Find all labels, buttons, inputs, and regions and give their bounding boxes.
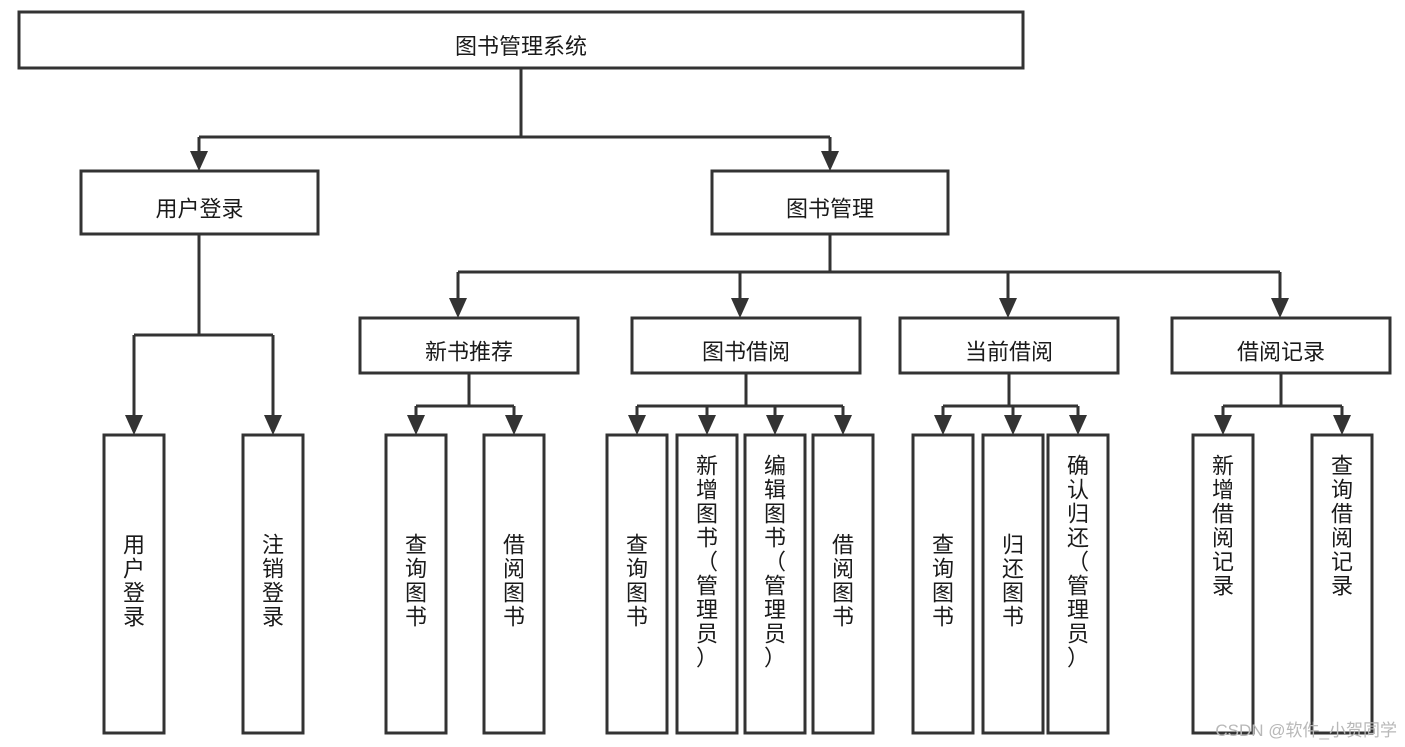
node-label: 用户登录 [123,532,145,629]
connector-new-book-to-leaves [407,373,523,435]
connector-book-manage-to-level2 [449,234,1289,318]
node-label: 用户登录 [155,196,243,221]
arrow-head-icon [1004,415,1022,435]
node-leaf-2[interactable]: 查询图书 [384,433,448,735]
node-box [911,433,975,735]
node-box [1191,433,1255,735]
node-leaf-11[interactable]: 新增借阅记录 [1191,433,1255,735]
node-leaf-3[interactable]: 借阅图书 [482,433,546,735]
node-label: 借阅图书 [503,532,525,629]
node-box [675,433,739,735]
node-level2-3[interactable]: 借阅记录 [1170,316,1392,375]
arrow-head-icon [505,415,523,435]
arrow-head-icon [1214,415,1232,435]
node-box [981,433,1045,735]
connector-root-to-level1 [190,68,839,171]
node-label: 当前借阅 [965,339,1053,364]
node-leaf-6[interactable]: 编辑图书（管理员） [743,433,807,735]
node-label: 新增借阅记录 [1212,453,1234,598]
arrow-head-icon [449,298,467,318]
node-box [1310,433,1374,735]
arrow-head-icon [934,415,952,435]
node-box [241,433,305,735]
arrow-head-icon [1333,415,1351,435]
node-label: 借阅图书 [832,532,854,629]
arrow-head-icon [407,415,425,435]
node-box [482,433,546,735]
node-box [630,316,862,375]
arrow-head-icon [766,415,784,435]
arrow-head-icon [125,415,143,435]
node-box [79,169,320,236]
node-label: 查询图书 [626,532,648,629]
node-label: 归还图书 [1002,532,1024,629]
arrow-head-icon [999,298,1017,318]
node-leaf-7[interactable]: 借阅图书 [811,433,875,735]
node-level2-1[interactable]: 图书借阅 [630,316,862,375]
node-label: 编辑图书（管理员） [764,453,786,670]
node-level2-0[interactable]: 新书推荐 [358,316,580,375]
node-label: 借阅记录 [1237,339,1325,364]
node-box [384,433,448,735]
node-box [102,433,166,735]
node-level1-0[interactable]: 用户登录 [79,169,320,236]
node-label: 确认归还（管理员） [1067,453,1089,670]
connector-borrow-record-to-leaves [1214,373,1351,435]
node-leaf-12[interactable]: 查询借阅记录 [1310,433,1374,735]
node-label: 图书管理系统 [455,34,587,59]
node-box [743,433,807,735]
node-box [17,10,1025,70]
node-leaf-10[interactable]: 确认归还（管理员） [1046,433,1110,735]
node-label: 查询借阅记录 [1331,453,1353,598]
node-box [710,169,950,236]
node-box [898,316,1120,375]
node-label: 查询图书 [932,532,954,629]
arrow-head-icon [264,415,282,435]
node-layer: 图书管理系统用户登录图书管理新书推荐图书借阅当前借阅借阅记录用户登录注销登录查询… [17,10,1392,735]
node-box [1046,433,1110,735]
connector-user-login-to-leaves [125,234,282,435]
node-label: 新书推荐 [425,339,513,364]
node-level2-2[interactable]: 当前借阅 [898,316,1120,375]
arrow-head-icon [834,415,852,435]
node-box [358,316,580,375]
node-label: 图书管理 [786,196,874,221]
node-box [605,433,669,735]
arrow-head-icon [1069,415,1087,435]
node-leaf-0[interactable]: 用户登录 [102,433,166,735]
node-level1-1[interactable]: 图书管理 [710,169,950,236]
connector-current-borrow-to-leaves [934,373,1087,435]
arrow-head-icon [731,298,749,318]
node-leaf-8[interactable]: 查询图书 [911,433,975,735]
node-root-0[interactable]: 图书管理系统 [17,10,1025,70]
node-label: 注销登录 [262,532,284,629]
node-label: 图书借阅 [702,339,790,364]
node-leaf-1[interactable]: 注销登录 [241,433,305,735]
node-leaf-9[interactable]: 归还图书 [981,433,1045,735]
arrow-head-icon [190,151,208,171]
arrow-head-icon [821,151,839,171]
node-box [1170,316,1392,375]
node-box [811,433,875,735]
arrow-head-icon [698,415,716,435]
connector-borrow-book-to-leaves [628,373,852,435]
node-leaf-4[interactable]: 查询图书 [605,433,669,735]
arrow-head-icon [1271,298,1289,318]
node-leaf-5[interactable]: 新增图书（管理员） [675,433,739,735]
connector-layer [125,68,1351,435]
arrow-head-icon [628,415,646,435]
node-label: 新增图书（管理员） [696,453,718,670]
node-label: 查询图书 [405,532,427,629]
